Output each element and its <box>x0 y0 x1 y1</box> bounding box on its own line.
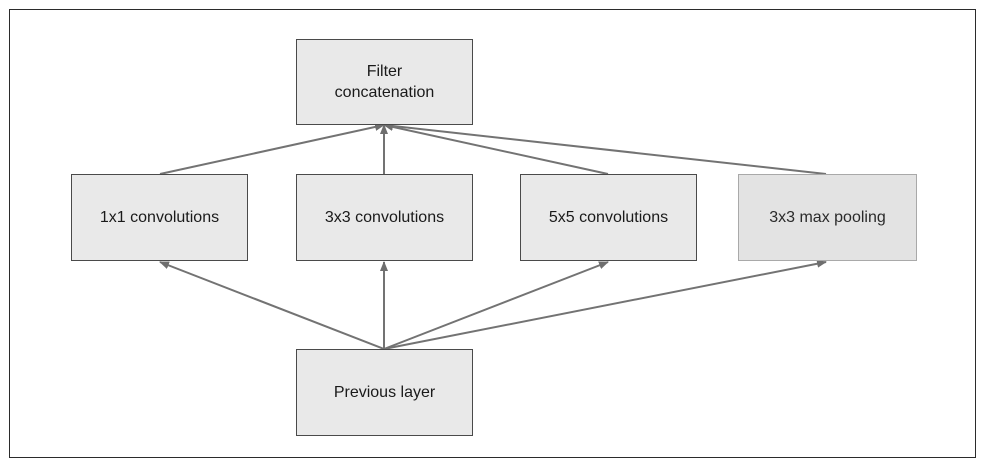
node-5x5-convolutions-label: 5x5 convolutions <box>548 209 669 226</box>
edge-pool-to-concat <box>383 122 827 175</box>
edge-conv1-to-concat <box>159 123 385 175</box>
node-3x3-max-pooling: 3x3 max pooling <box>738 174 917 261</box>
node-5x5-convolutions: 5x5 convolutions <box>520 174 697 261</box>
edge-prev-to-pool <box>383 259 827 350</box>
node-previous-layer-label: Previous layer <box>333 384 436 401</box>
node-3x3-convolutions-label: 3x3 convolutions <box>324 209 445 226</box>
node-filter-concatenation-label: Filter concatenation <box>334 63 435 101</box>
edge-conv5-to-concat <box>383 123 609 175</box>
node-1x1-convolutions: 1x1 convolutions <box>71 174 248 261</box>
edge-prev-to-conv5 <box>383 261 609 350</box>
node-3x3-max-pooling-label: 3x3 max pooling <box>769 209 886 226</box>
node-previous-layer: Previous layer <box>296 349 473 436</box>
edge-prev-to-conv1 <box>159 261 385 350</box>
node-1x1-convolutions-label: 1x1 convolutions <box>99 209 220 226</box>
node-3x3-convolutions: 3x3 convolutions <box>296 174 473 261</box>
node-filter-concatenation: Filter concatenation <box>296 39 473 125</box>
